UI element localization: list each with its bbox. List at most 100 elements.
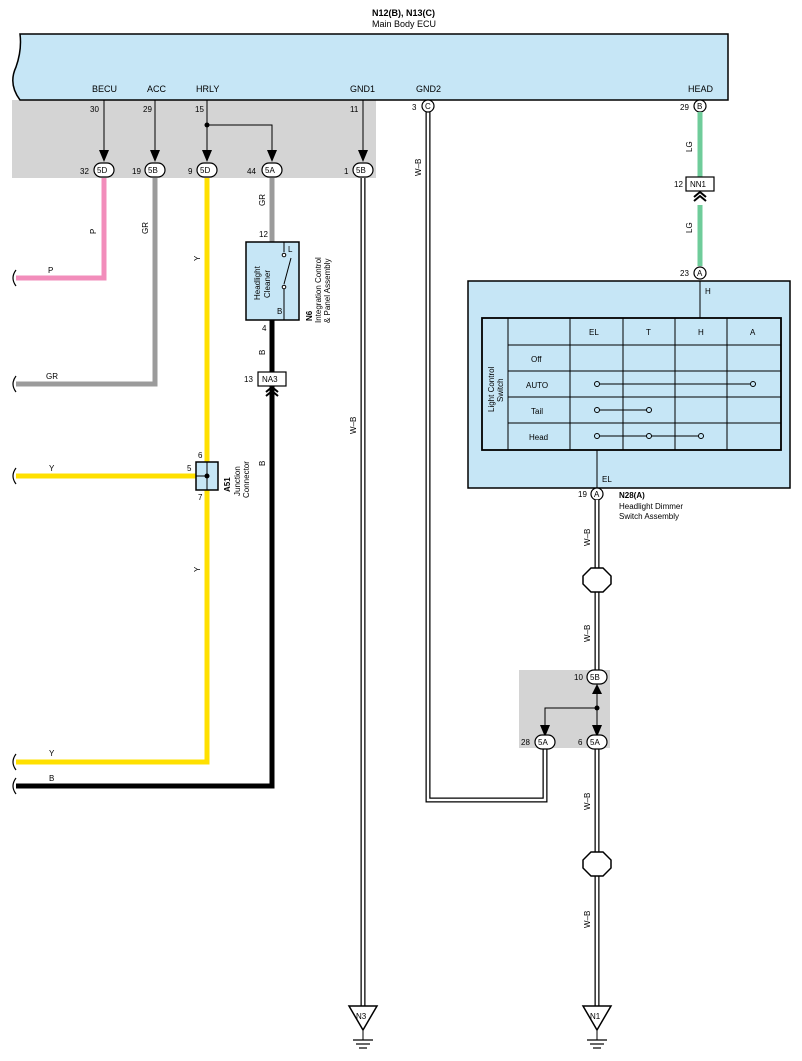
switch-col-t: T (646, 328, 651, 337)
a51-id: A51 (223, 477, 232, 492)
wire-label-gr-cleaner: GR (258, 194, 267, 206)
terminal-hrly: HRLY (196, 84, 219, 94)
break-mark-b (12, 777, 17, 795)
headlight-cleaner-label-2: Cleaner (263, 270, 272, 298)
headlight-cleaner-switch (283, 257, 292, 285)
n28-id: N28(A) (619, 491, 645, 500)
jb2-connector-top: 5B 10 (574, 669, 608, 685)
main-body-ecu-box (12, 33, 729, 101)
headlight-cleaner-pin-bottom: 4 (262, 324, 267, 333)
hrly-splice-dot (204, 122, 210, 128)
switch-col-el: EL (589, 328, 599, 337)
switch-row-head: Head (529, 433, 548, 442)
chevron-nn1-1 (693, 190, 707, 198)
svg-text:5A: 5A (538, 738, 548, 747)
dimmer-pin-bottom: 19 (578, 490, 587, 499)
wire-label-wb-gnd2: W–B (414, 159, 423, 176)
switch-label-1: Light Control (487, 366, 496, 412)
arrow-jb2-top (592, 684, 602, 694)
svg-text:10: 10 (574, 673, 583, 682)
break-mark-y (12, 467, 17, 485)
svg-text:19: 19 (132, 167, 141, 176)
n28-name-1: Headlight Dimmer (619, 502, 683, 511)
wire-label-el: EL (602, 475, 612, 484)
break-mark-gr (12, 375, 17, 393)
jb2-connector-left: 5A 28 (521, 734, 556, 750)
headlight-cleaner-box (245, 241, 300, 321)
arrow-acc (150, 150, 160, 162)
a51-name-1: Junction (233, 466, 242, 496)
arrow-becu (99, 150, 109, 162)
ecu-subtitle: Main Body ECU (372, 19, 436, 29)
svg-text:5A: 5A (590, 738, 600, 747)
switch-col-h: H (698, 328, 704, 337)
dimmer-pin-top: 23 (680, 269, 689, 278)
wire-label-wb-right-1: W–B (583, 529, 592, 546)
wire-label-wb-right-2: W–B (583, 625, 592, 642)
arrow-jb2-left (540, 725, 550, 737)
pin-circle-gnd2 (421, 99, 435, 113)
arrow-hrly (202, 150, 212, 162)
svg-text:5B: 5B (356, 166, 366, 175)
wire-label-wb-right-3: W–B (583, 793, 592, 810)
wire-label-gr-vert: GR (141, 222, 150, 234)
wire-label-y-vert: Y (193, 255, 202, 261)
wire-b-main (16, 386, 275, 789)
wire-label-b-main: B (258, 461, 267, 466)
jb-connector-5: 5B 1 (344, 162, 374, 178)
terminal-gnd2: GND2 (416, 84, 441, 94)
pin-acc: 29 (143, 105, 152, 114)
dimmer-pin-top-circle (693, 266, 707, 280)
headlight-cleaner-term-b: B (277, 307, 282, 316)
wire-label-lg-upper: LG (685, 141, 694, 152)
pin-letter-head: B (697, 102, 702, 111)
junction-block-area (12, 100, 376, 178)
octagon-marker-2 (582, 851, 612, 877)
svg-text:N1: N1 (590, 1012, 601, 1021)
connector-nn1-pin: 12 (674, 180, 683, 189)
jb2-connector-right: 5A 6 (578, 734, 608, 750)
svg-text:5A: 5A (265, 166, 275, 175)
wire-y-lower (16, 490, 210, 765)
ecu-title: N12(B), N13(C) (372, 8, 435, 18)
ground-n1: N1 (581, 1005, 613, 1049)
terminal-becu: BECU (92, 84, 117, 94)
svg-text:28: 28 (521, 738, 530, 747)
switch-row-tail: Tail (531, 407, 543, 416)
pin-hrly: 15 (195, 105, 204, 114)
wire-p (16, 178, 107, 281)
svg-text:1: 1 (344, 167, 349, 176)
svg-text:9: 9 (188, 167, 193, 176)
wire-label-p-vert: P (89, 229, 98, 234)
arrow-hrly-branch (267, 150, 277, 162)
n6-name-2: & Panel Assembly (323, 259, 332, 323)
chevron-na3-1 (265, 385, 279, 393)
svg-text:NA3: NA3 (262, 375, 278, 384)
svg-text:5D: 5D (200, 166, 210, 175)
pin-letter-gnd2: C (425, 102, 431, 111)
wire-label-p: P (48, 266, 53, 275)
pin-becu: 30 (90, 105, 99, 114)
wire-label-gr: GR (46, 372, 58, 381)
jb-connector-2: 5B 19 (132, 162, 166, 178)
switch-row-off: Off (531, 355, 542, 364)
n6-name-1: Integration Control (314, 257, 323, 323)
svg-text:A: A (697, 269, 703, 278)
svg-text:5B: 5B (590, 673, 600, 682)
svg-text:32: 32 (80, 167, 89, 176)
wire-label-wb-gnd1: W–B (349, 417, 358, 434)
svg-text:6: 6 (578, 738, 583, 747)
jb-connector-4: 5A 44 (247, 162, 283, 178)
svg-text:44: 44 (247, 167, 256, 176)
headlight-cleaner-pin-top: 12 (259, 230, 268, 239)
chevron-na3-2 (265, 389, 279, 397)
terminal-head: HEAD (688, 84, 714, 94)
jb-connector-3: 5D 9 (188, 162, 218, 178)
arrow-gnd1 (358, 150, 368, 162)
octagon-marker-1 (582, 567, 612, 593)
a51-name-2: Connector (242, 461, 251, 498)
ground-n3: N3 (347, 1005, 379, 1049)
wire-label-b-bottom: B (49, 774, 54, 783)
chevron-nn1-2 (693, 194, 707, 202)
